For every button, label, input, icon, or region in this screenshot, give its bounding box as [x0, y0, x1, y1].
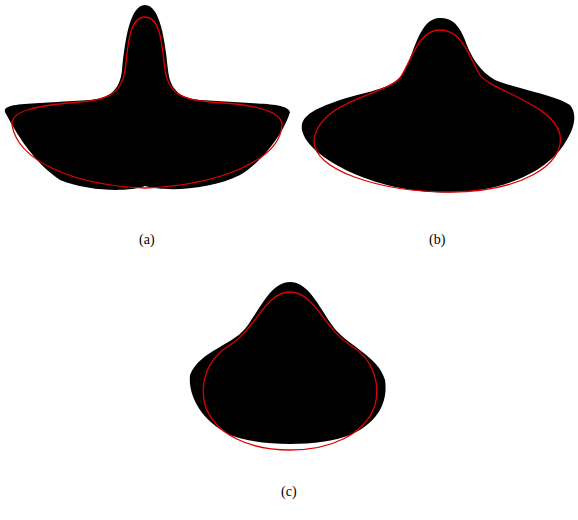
black-silhouette	[5, 5, 290, 190]
fitted-curve	[203, 292, 376, 450]
fitted-curve	[314, 30, 560, 192]
subfigure-label: (c)	[281, 484, 297, 500]
fitted-curve	[12, 17, 282, 188]
subfigure-label: (a)	[139, 232, 155, 248]
shape-a	[5, 5, 290, 190]
black-silhouette	[302, 18, 575, 192]
subfigure-label: (b)	[429, 232, 445, 248]
black-silhouette	[190, 282, 386, 444]
shape-b	[302, 18, 575, 192]
shape-c	[190, 282, 386, 450]
